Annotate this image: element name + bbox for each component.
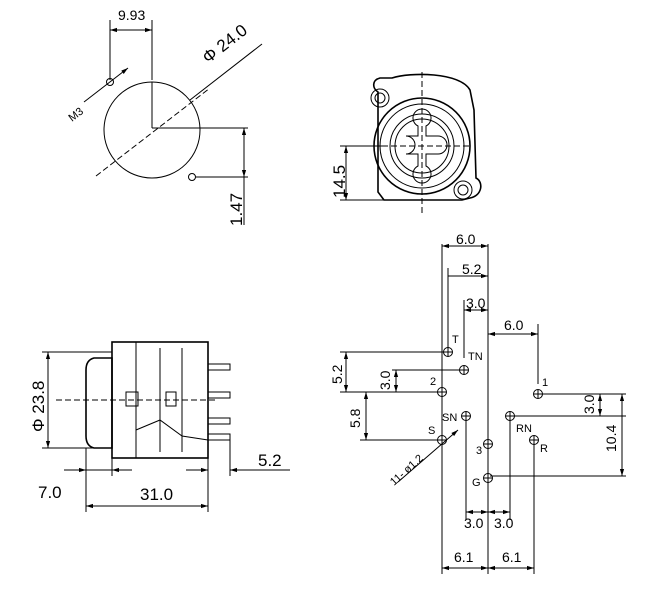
panel-height-label: 14.5 [330, 165, 349, 198]
pcb-top-width-label: 6.0 [456, 231, 476, 247]
side-pin [207, 391, 231, 399]
pcb-right-v2-label: 10.4 [603, 425, 619, 452]
pcb-bottom-d-label: 6.1 [502, 549, 522, 565]
side-view: Φ 23.8 7.0 31.0 5.2 [29, 341, 290, 512]
pcb-bottom-c-label: 6.1 [454, 549, 474, 565]
pin-3-label: 3 [476, 445, 482, 457]
pcb-center-offset-label: 3.0 [466, 295, 486, 311]
mount-hole-bottom [188, 173, 196, 181]
pin-t: T [443, 334, 459, 357]
m3-leader [83, 67, 129, 103]
pin-rn: RN [505, 411, 532, 435]
pcb-left-v2-label: 3.0 [377, 370, 393, 390]
pin-tn-label: TN [468, 351, 483, 363]
pin-2-label: 2 [430, 376, 436, 388]
pcb-right-v1-label: 3.0 [581, 394, 597, 414]
side-front-flange [85, 357, 113, 449]
side-flange-label: 7.0 [38, 483, 62, 502]
side-pin [207, 363, 231, 371]
hole-spec-label: 11- ø1.2 [388, 452, 426, 488]
pcb-layout: 6.0 5.2 3.0 6.0 5.2 3.0 5.8 3.0 10.4 [329, 231, 626, 574]
pcb-right-offset-label: 6.0 [504, 317, 524, 333]
panel-xlr-contacts [405, 108, 448, 184]
diameter-dim-line [189, 43, 263, 101]
panel-view: 14.5 [330, 72, 482, 216]
pin-r: R [529, 435, 548, 455]
pin-g-label: G [472, 477, 481, 489]
pin-2: 2 [430, 376, 447, 397]
side-length-label: 31.0 [140, 485, 173, 504]
front-offset-label: 1.47 [227, 193, 246, 226]
pin-sn: SN [442, 411, 471, 424]
side-pin [207, 417, 231, 425]
pcb-bottom-a-label: 3.0 [464, 515, 484, 531]
pin-s: S [428, 425, 447, 445]
side-pin [207, 433, 231, 441]
pin-3: 3 [476, 439, 493, 457]
panel-flange-outline [372, 73, 482, 201]
front-pitch-label: 9.93 [118, 7, 145, 23]
side-pins-label: 5.2 [258, 451, 282, 470]
pin-1-label: 1 [542, 377, 548, 389]
pin-s-label: S [428, 425, 435, 437]
pin-sn-label: SN [442, 412, 457, 424]
pin-rn-label: RN [516, 423, 532, 435]
side-diameter-label: Φ 23.8 [29, 381, 48, 432]
pin-r-label: R [540, 443, 548, 455]
pin-g: G [472, 473, 493, 489]
pcb-top-inner-label: 5.2 [462, 261, 482, 277]
pin-tn: TN [459, 351, 483, 375]
pcb-bottom-b-label: 3.0 [494, 515, 514, 531]
front-view: 9.93 Φ 24.0 M3 1.47 [66, 7, 263, 226]
hole-spec-leader [397, 429, 459, 483]
pin-t-label: T [452, 334, 459, 346]
pin-1: 1 [533, 377, 548, 399]
front-diameter-label: Φ 24.0 [199, 21, 251, 68]
pcb-left-v3-label: 5.8 [347, 408, 363, 428]
pcb-left-v1-label: 5.2 [329, 364, 345, 384]
diagonal-centerline [95, 87, 211, 177]
front-screw-label: M3 [66, 105, 85, 124]
